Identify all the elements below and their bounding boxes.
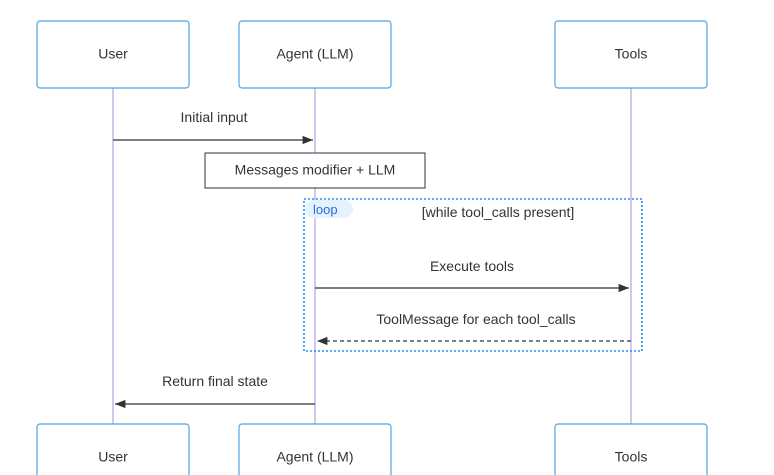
- message-initial-input-label: Initial input: [181, 109, 248, 125]
- message-toolmessage-label: ToolMessage for each tool_calls: [376, 311, 575, 327]
- message-return-final-state-label: Return final state: [162, 373, 268, 389]
- loop-condition: [while tool_calls present]: [422, 204, 575, 220]
- note-box: Messages modifier + LLM: [204, 152, 426, 189]
- loop-frame: loop [while tool_calls present]: [303, 198, 643, 352]
- participant-user-top-label: User: [98, 46, 128, 62]
- loop-tag: loop: [313, 202, 338, 217]
- participant-user-bottom-label: User: [98, 449, 128, 465]
- participant-user-top: User: [36, 20, 190, 89]
- participant-tools-bottom-label: Tools: [615, 449, 648, 465]
- loop-tag-background: [305, 200, 353, 218]
- participant-agent-bottom-label: Agent (LLM): [276, 449, 353, 465]
- participant-tools-bottom: Tools: [554, 423, 708, 475]
- message-execute-tools-label: Execute tools: [430, 258, 514, 274]
- participant-tools-top: Tools: [554, 20, 708, 89]
- participant-user-bottom: User: [36, 423, 190, 475]
- note-text: Messages modifier + LLM: [235, 162, 396, 178]
- participant-agent-top-label: Agent (LLM): [276, 46, 353, 62]
- participant-agent-top: Agent (LLM): [238, 20, 392, 89]
- participant-tools-top-label: Tools: [615, 46, 648, 62]
- participant-agent-bottom: Agent (LLM): [238, 423, 392, 475]
